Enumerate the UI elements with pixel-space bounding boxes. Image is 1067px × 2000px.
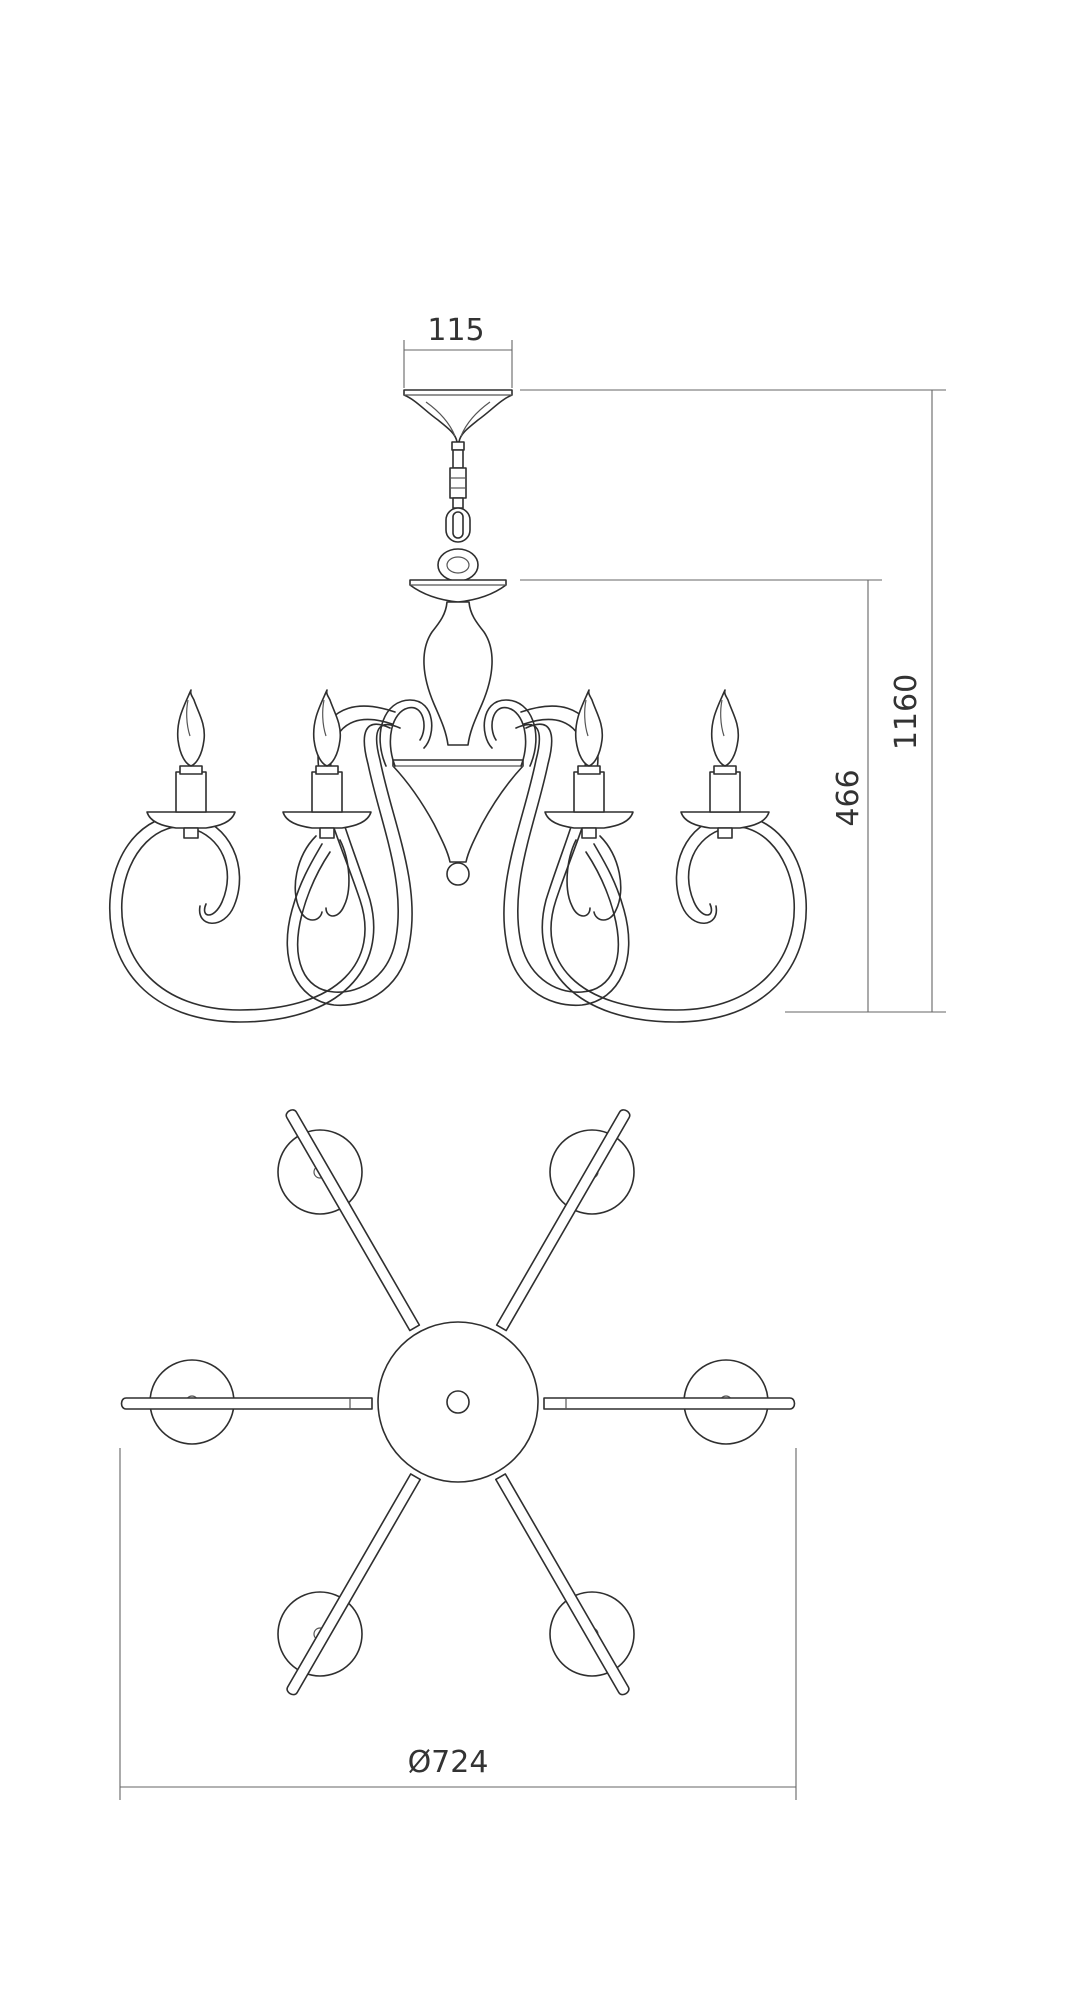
dimension-body-height: 466	[520, 579, 882, 1012]
dimension-overall-height: 1160	[520, 389, 946, 1013]
chain	[437, 449, 479, 582]
overall-height-label: 1160	[889, 674, 924, 750]
upper-collar	[409, 579, 507, 603]
dimension-canopy-width: 115	[403, 313, 513, 388]
candles	[146, 689, 770, 839]
dimension-diameter: Ø724	[119, 1448, 797, 1800]
diameter-label: Ø724	[408, 1745, 489, 1780]
candle-outer-right	[680, 689, 770, 839]
central-vase	[423, 601, 493, 746]
top-central-disc	[377, 1321, 539, 1483]
central-bowl	[392, 759, 524, 886]
ceiling-canopy	[403, 389, 513, 451]
candle-inner-left	[282, 689, 372, 839]
candle-inner-right	[544, 689, 634, 839]
candle-outer-left	[146, 689, 236, 839]
top-arms	[120, 1109, 796, 1696]
body-height-label: 466	[831, 769, 866, 826]
top-view: Ø724	[119, 1109, 797, 1800]
side-view: 115 1160 466	[109, 313, 946, 1023]
canopy-width-label: 115	[427, 313, 484, 348]
